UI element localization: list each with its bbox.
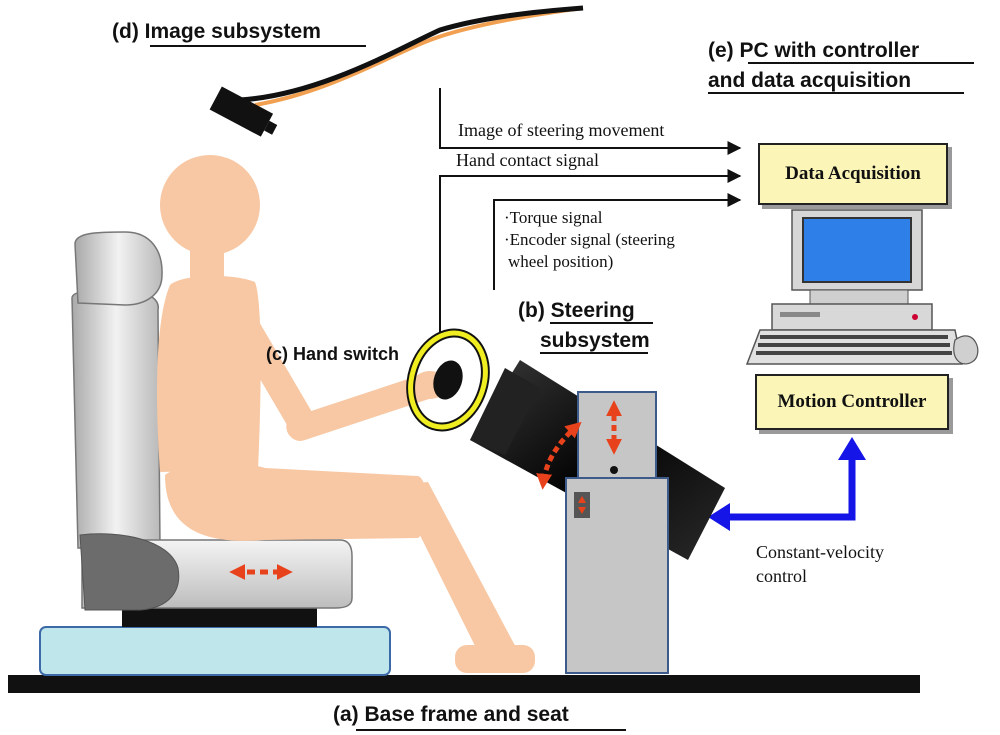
label-hand-switch: (c) Hand switch [266, 344, 399, 365]
blue-control-arrows [708, 437, 866, 531]
label-base-frame-text: (a) Base frame and seat [333, 703, 569, 726]
label-constant-velocity: Constant-velocity control [756, 540, 884, 588]
label-steering-subsystem: (b) Steering subsystem [518, 296, 650, 356]
label-image-subsystem-text: (d) Image subsystem [112, 20, 321, 43]
signal-torque-encoder: ·Torque signal ·Encoder signal (steering… [504, 207, 675, 273]
steering-subsystem [406, 328, 725, 674]
signal-encoder-line-1: ·Encoder signal (steering [504, 230, 675, 249]
label-constant-velocity-line-1: Constant-velocity [756, 542, 884, 562]
label-hand-switch-text: (c) Hand switch [266, 344, 400, 364]
camera [209, 5, 584, 137]
box-data-acquisition-text: Data Acquisition [785, 163, 921, 184]
signal-torque: ·Torque signal [504, 208, 603, 227]
label-steering-line-2: subsystem [540, 329, 650, 352]
label-steering-line-1: (b) Steering [518, 299, 635, 322]
box-data-acquisition: Data Acquisition [758, 143, 948, 205]
underline-steering-1 [550, 322, 653, 324]
computer [745, 209, 979, 365]
signal-hand-contact: Hand contact signal [456, 150, 599, 170]
label-base-frame: (a) Base frame and seat [333, 703, 569, 727]
label-image-subsystem: (d) Image subsystem [112, 20, 321, 44]
box-motion-controller-text: Motion Controller [777, 391, 927, 412]
underline-image-subsystem [150, 45, 366, 47]
underline-pc-2 [708, 92, 964, 94]
underline-pc-1 [748, 62, 974, 64]
label-pc-line-2: and data acquisition [708, 69, 912, 92]
label-pc-line-1: (e) PC with controller [708, 39, 920, 62]
label-pc: (e) PC with controller and data acquisit… [708, 36, 919, 96]
mannequin [157, 155, 535, 673]
signal-encoder-line-2: wheel position) [508, 252, 614, 271]
label-constant-velocity-line-2: control [756, 566, 807, 586]
underline-steering-2 [540, 352, 648, 354]
signal-image-movement: Image of steering movement [458, 120, 665, 140]
underline-base-frame [356, 729, 626, 731]
box-motion-controller: Motion Controller [755, 374, 949, 430]
signal-lines [439, 88, 742, 335]
base-frame-bar [8, 675, 920, 693]
seat [39, 231, 391, 676]
